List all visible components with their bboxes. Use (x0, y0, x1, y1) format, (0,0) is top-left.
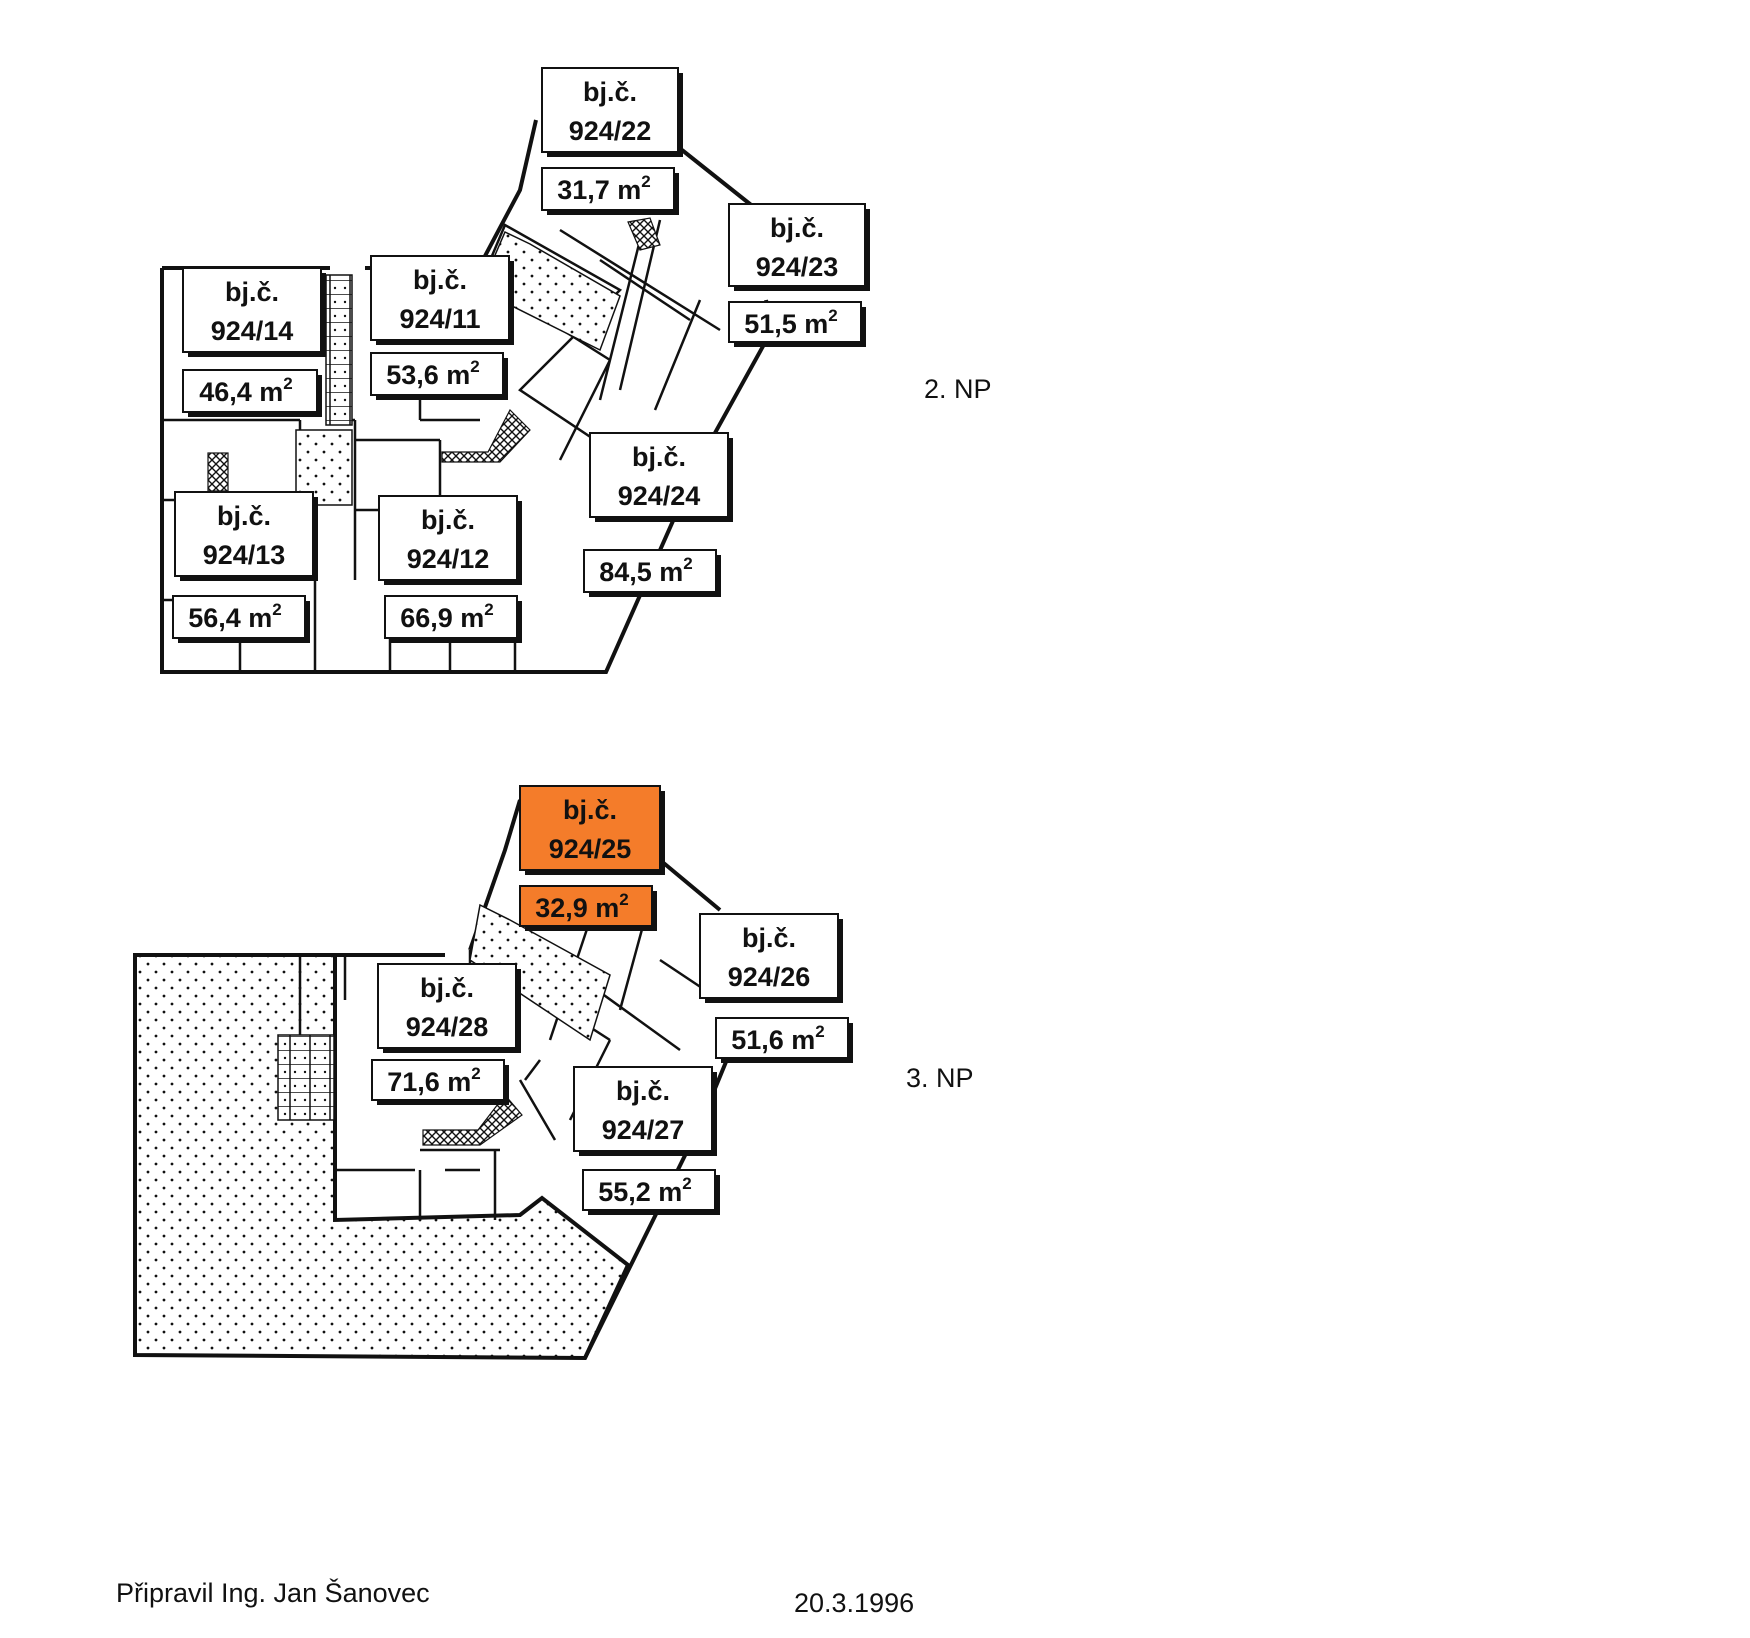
unit-area-box (172, 595, 306, 639)
unit-name-box (589, 432, 729, 518)
unit-area: 51,6 m2 (731, 1022, 825, 1055)
unit-prefix: bj.č. (420, 973, 474, 1003)
unit-name-box (378, 495, 518, 581)
unit-area-superscript: 2 (619, 890, 628, 909)
unit-area-box (583, 549, 717, 593)
unit-area-superscript: 2 (815, 1022, 824, 1041)
floor-label-2np: 2. NP (924, 374, 992, 404)
unit-area-value: 56,4 m (188, 603, 272, 633)
unit-area: 84,5 m2 (599, 554, 693, 587)
unit-prefix: bj.č. (583, 77, 637, 107)
floor-3np-staircase (277, 1034, 335, 1121)
unit-area-superscript: 2 (641, 172, 650, 191)
unit-area: 71,6 m2 (387, 1064, 481, 1097)
unit-area: 32,9 m2 (535, 890, 629, 923)
unit-prefix: bj.č. (225, 277, 279, 307)
unit-number: 924/24 (618, 481, 701, 511)
unit-prefix: bj.č. (217, 501, 271, 531)
unit-prefix: bj.č. (563, 795, 617, 825)
unit-area-superscript: 2 (471, 1064, 480, 1083)
unit-name-box (370, 255, 510, 341)
unit-prefix: bj.č. (742, 923, 796, 953)
footer-date: 20.3.1996 (794, 1588, 915, 1618)
floor-2np-staircase (325, 274, 353, 426)
unit-area-superscript: 2 (283, 374, 292, 393)
unit-area-value: 84,5 m (599, 557, 683, 587)
unit-number: 924/28 (406, 1012, 489, 1042)
unit-number: 924/11 (399, 304, 480, 334)
unit-area: 46,4 m2 (199, 374, 293, 407)
unit-area-superscript: 2 (272, 600, 281, 619)
unit-prefix: bj.č. (616, 1076, 670, 1106)
unit-prefix: bj.č. (632, 442, 686, 472)
unit-area-value: 46,4 m (199, 377, 283, 407)
unit-area-value: 51,5 m (744, 309, 828, 339)
floor-label-3np: 3. NP (906, 1063, 974, 1093)
unit-number: 924/14 (211, 316, 294, 346)
floor-3np-plan (133, 799, 737, 1361)
footer-prepared-by: Připravil Ing. Jan Šanovec (116, 1578, 430, 1608)
unit-name-box (519, 785, 661, 871)
unit-number: 924/23 (756, 252, 839, 282)
unit-number: 924/13 (203, 540, 286, 570)
unit-area: 55,2 m2 (598, 1174, 692, 1207)
unit-number: 924/12 (407, 544, 490, 574)
unit-number: 924/25 (549, 834, 632, 864)
unit-area-box (715, 1017, 849, 1059)
unit-area-box (728, 301, 862, 343)
unit-area-value: 53,6 m (386, 360, 470, 390)
unit-area-value: 51,6 m (731, 1025, 815, 1055)
unit-name-box (699, 913, 839, 999)
unit-area-box (370, 352, 504, 396)
unit-area: 66,9 m2 (400, 600, 494, 633)
floor-3np-wing-corridor (469, 903, 611, 1042)
floor-2np-shaft (441, 408, 531, 463)
unit-area-box (384, 595, 518, 639)
unit-area-value: 31,7 m (557, 175, 641, 205)
unit-area: 53,6 m2 (386, 357, 480, 390)
unit-name-box (573, 1066, 713, 1152)
unit-area: 31,7 m2 (557, 172, 651, 205)
unit-number: 924/27 (602, 1115, 685, 1145)
unit-name-box (728, 203, 866, 287)
unit-area-superscript: 2 (484, 600, 493, 619)
unit-area-superscript: 2 (682, 1174, 691, 1193)
unit-name-box (377, 963, 517, 1049)
unit-area-box (582, 1169, 716, 1211)
unit-area: 56,4 m2 (188, 600, 282, 633)
unit-name-box (182, 267, 322, 353)
floor-2np-shaft (207, 452, 229, 492)
unit-area-box (519, 885, 653, 927)
unit-name-box (174, 491, 314, 577)
unit-prefix: bj.č. (413, 265, 467, 295)
unit-area-box (182, 369, 318, 413)
unit-prefix: bj.č. (421, 505, 475, 535)
unit-area-value: 55,2 m (598, 1177, 682, 1207)
unit-prefix: bj.č. (770, 213, 824, 243)
unit-area: 51,5 m2 (744, 306, 838, 339)
unit-name-box (541, 67, 679, 153)
unit-number: 924/22 (569, 116, 652, 146)
unit-area-superscript: 2 (683, 554, 692, 573)
unit-area-box (541, 167, 675, 211)
floor-2np-shaft (627, 217, 661, 251)
unit-area-value: 66,9 m (400, 603, 484, 633)
unit-area-box (371, 1059, 505, 1101)
unit-area-superscript: 2 (828, 306, 837, 325)
unit-area-superscript: 2 (470, 357, 479, 376)
unit-number: 924/26 (728, 962, 811, 992)
unit-area-value: 32,9 m (535, 893, 619, 923)
unit-area-value: 71,6 m (387, 1067, 471, 1097)
